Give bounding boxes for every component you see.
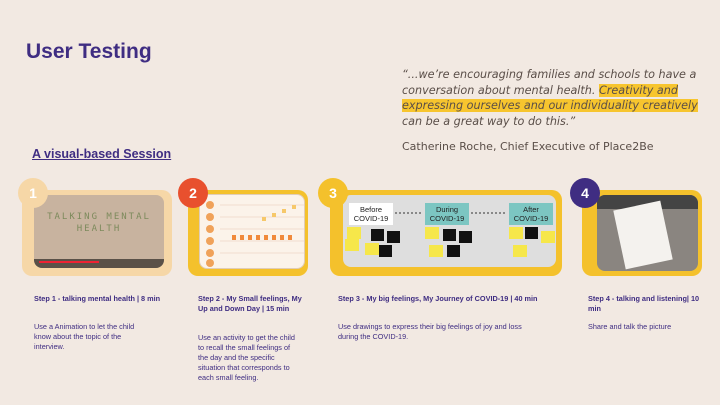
- feelings-chart-image: [206, 201, 304, 267]
- label-during-covid: During COVID-19: [425, 203, 469, 225]
- quote: “...we’re encouraging families and schoo…: [402, 67, 702, 129]
- step-4-number: 4: [570, 178, 600, 208]
- quote-author: Catherine Roche, Chief Executive of Plac…: [402, 140, 654, 153]
- step-1-title: Step 1 - talking mental health | 8 min: [34, 294, 161, 303]
- quote-part-1: “...we’re encouraging families and schoo…: [402, 68, 697, 97]
- drawing-photo: [613, 200, 673, 270]
- label-after-covid: After COVID-19: [509, 203, 553, 225]
- step-1-number: 1: [18, 178, 48, 208]
- step-2-title: Step 2 - My Small feelings, My Up and Do…: [198, 294, 302, 313]
- quote-part-2: can be a great way to do this.”: [402, 114, 576, 128]
- video-control-bar[interactable]: [34, 259, 164, 268]
- video-progress[interactable]: [39, 261, 99, 263]
- step-2-desc: Use an activity to get the child to reca…: [198, 333, 295, 382]
- step-1-desc: Use a Animation to let the child know ab…: [34, 322, 135, 351]
- page-title: User Testing: [26, 40, 152, 63]
- step-1-thumb-text: TALKING MENTAL HEALTH: [47, 212, 151, 234]
- session-subtitle: A visual-based Session: [32, 147, 172, 161]
- timeline-arrow: [395, 212, 507, 214]
- step-4-desc: Share and talk the picture: [588, 322, 672, 331]
- step-4-thumbnail[interactable]: [597, 195, 698, 271]
- step-3-desc: Use drawings to express their big feelin…: [338, 322, 522, 341]
- step-4-title: Step 4 - talking and listening| 10 min: [588, 294, 700, 313]
- step-2-number: 2: [178, 178, 208, 208]
- step-2-thumbnail[interactable]: [199, 194, 305, 269]
- step-1-thumbnail[interactable]: TALKING MENTAL HEALTH: [34, 195, 164, 268]
- label-before-covid: Before COVID-19: [349, 203, 393, 225]
- step-3-number: 3: [318, 178, 348, 208]
- step-3-thumbnail[interactable]: Before COVID-19 During COVID-19 After CO…: [343, 195, 556, 267]
- step-3-title: Step 3 - My big feelings, My Journey of …: [338, 294, 538, 303]
